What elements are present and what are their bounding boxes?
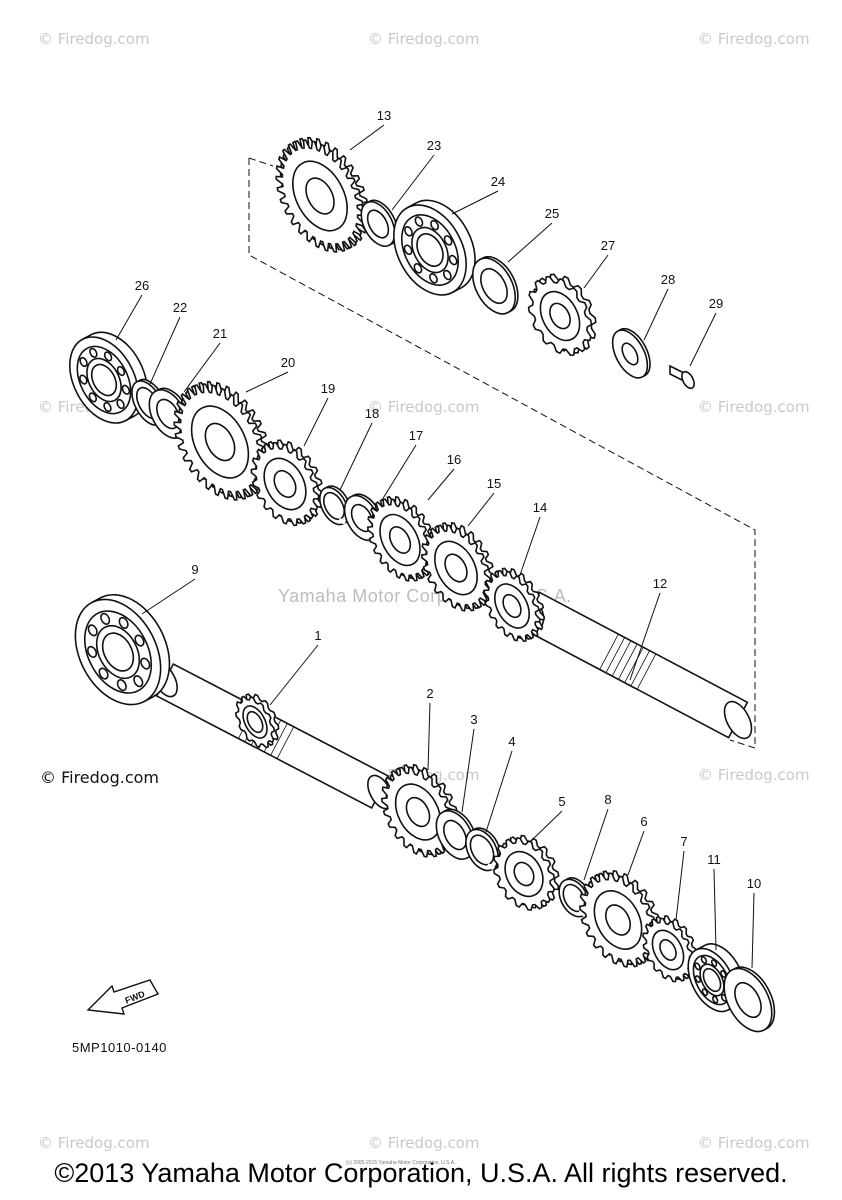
watermark: © Firedog.com [38,30,150,48]
callout-9: 9 [191,562,198,577]
leader-line-19 [303,397,329,447]
watermark: © Firedog.com [698,1134,810,1152]
bolt-29 [669,364,695,390]
callout-7: 7 [680,834,687,849]
bearing-11 [687,943,746,1013]
callout-4: 4 [508,734,515,749]
washer-23 [360,199,399,247]
callout-11: 11 [707,852,721,867]
callout-25: 25 [545,206,559,221]
watermark: © Firedog.com [368,1134,480,1152]
watermark: © Firedog.com [698,30,810,48]
watermark: © Firedog.com [698,398,810,416]
gear-14 [483,567,545,643]
leader-line-8 [583,808,609,881]
leader-line-4 [485,750,513,833]
leader-line-21 [183,342,221,393]
fine-print: (c) 2005-2015 Yamaha Motor Corporation, … [346,1160,456,1166]
leader-line-10 [751,892,755,969]
leader-line-27 [583,254,609,289]
callout-18: 18 [365,406,379,421]
leader-line-14 [519,516,541,576]
copyright-notice: ©2013 Yamaha Motor Corporation, U.S.A. A… [54,1158,788,1188]
callout-26: 26 [135,278,149,293]
gear-7 [642,915,699,983]
leader-line-26 [115,294,143,341]
callout-12: 12 [653,576,667,591]
leader-line-28 [643,288,669,341]
leader-line-25 [507,222,553,263]
watermark: © Firedog.com [38,1134,150,1152]
callout-8: 8 [604,792,611,807]
leader-line-6 [627,830,645,876]
leader-line-13 [349,124,385,151]
watermark: © Firedog.com [368,398,480,416]
diagram-code: 5MP1010-0140 [72,1040,167,1055]
leader-line-16 [427,468,455,501]
callout-22: 22 [173,300,187,315]
leader-line-17 [381,444,417,501]
callout-10: 10 [747,876,761,891]
callout-3: 3 [470,712,477,727]
group-boundary-line [248,157,756,749]
leader-line-7 [675,850,685,921]
leader-line-22 [149,316,181,385]
circlip-18 [319,485,352,526]
leader-line-18 [339,422,373,491]
watermark: © Firedog.com [698,766,810,784]
callout-19: 19 [321,381,335,396]
callout-24: 24 [491,174,505,189]
oil-seal-10 [723,966,776,1033]
leader-line-29 [689,312,717,367]
leader-line-23 [391,154,435,211]
callout-13: 13 [377,108,391,123]
gear-5 [492,834,560,911]
main-axle-integral-gear [234,693,280,749]
lock-washer-28 [611,327,651,379]
callout-15: 15 [487,476,501,491]
leader-line-2 [427,702,431,771]
oil-seal-25 [471,255,519,315]
callout-6: 6 [640,814,647,829]
callout-20: 20 [281,355,295,370]
leader-line-5 [531,810,563,841]
callout-23: 23 [427,138,441,153]
leader-line-15 [467,492,495,527]
leader-line-9 [141,578,196,615]
leader-line-12 [629,592,661,681]
gear-13 [275,136,370,253]
callout-17: 17 [409,428,423,443]
leader-line-20 [245,371,289,393]
callout-27: 27 [601,238,615,253]
circlip-4 [465,827,502,872]
fwd-arrow: FWD [86,979,160,1015]
callout-29: 29 [709,296,723,311]
leader-line-3 [461,728,475,813]
leader-line-24 [451,190,499,215]
bearing-26 [69,331,148,424]
bearing-9 [74,593,171,706]
watermark: © Firedog.com [368,30,480,48]
callout-21: 21 [213,326,227,341]
callout-14: 14 [533,500,547,515]
drive-axle-shaft [515,590,753,740]
callout-16: 16 [447,452,461,467]
gear-15 [421,521,496,612]
firedog-brand-mark: © Firedog.com [40,768,159,787]
leader-line-1 [269,644,319,706]
gear-16 [366,495,438,582]
leader-line-11 [713,868,717,951]
callout-2: 2 [426,686,433,701]
callout-28: 28 [661,272,675,287]
gear-19 [250,439,324,527]
callout-1: 1 [314,628,321,643]
bearing-24 [393,199,476,296]
drive-sprocket-27 [527,273,597,357]
gear-20 [173,380,272,501]
callout-5: 5 [558,794,565,809]
